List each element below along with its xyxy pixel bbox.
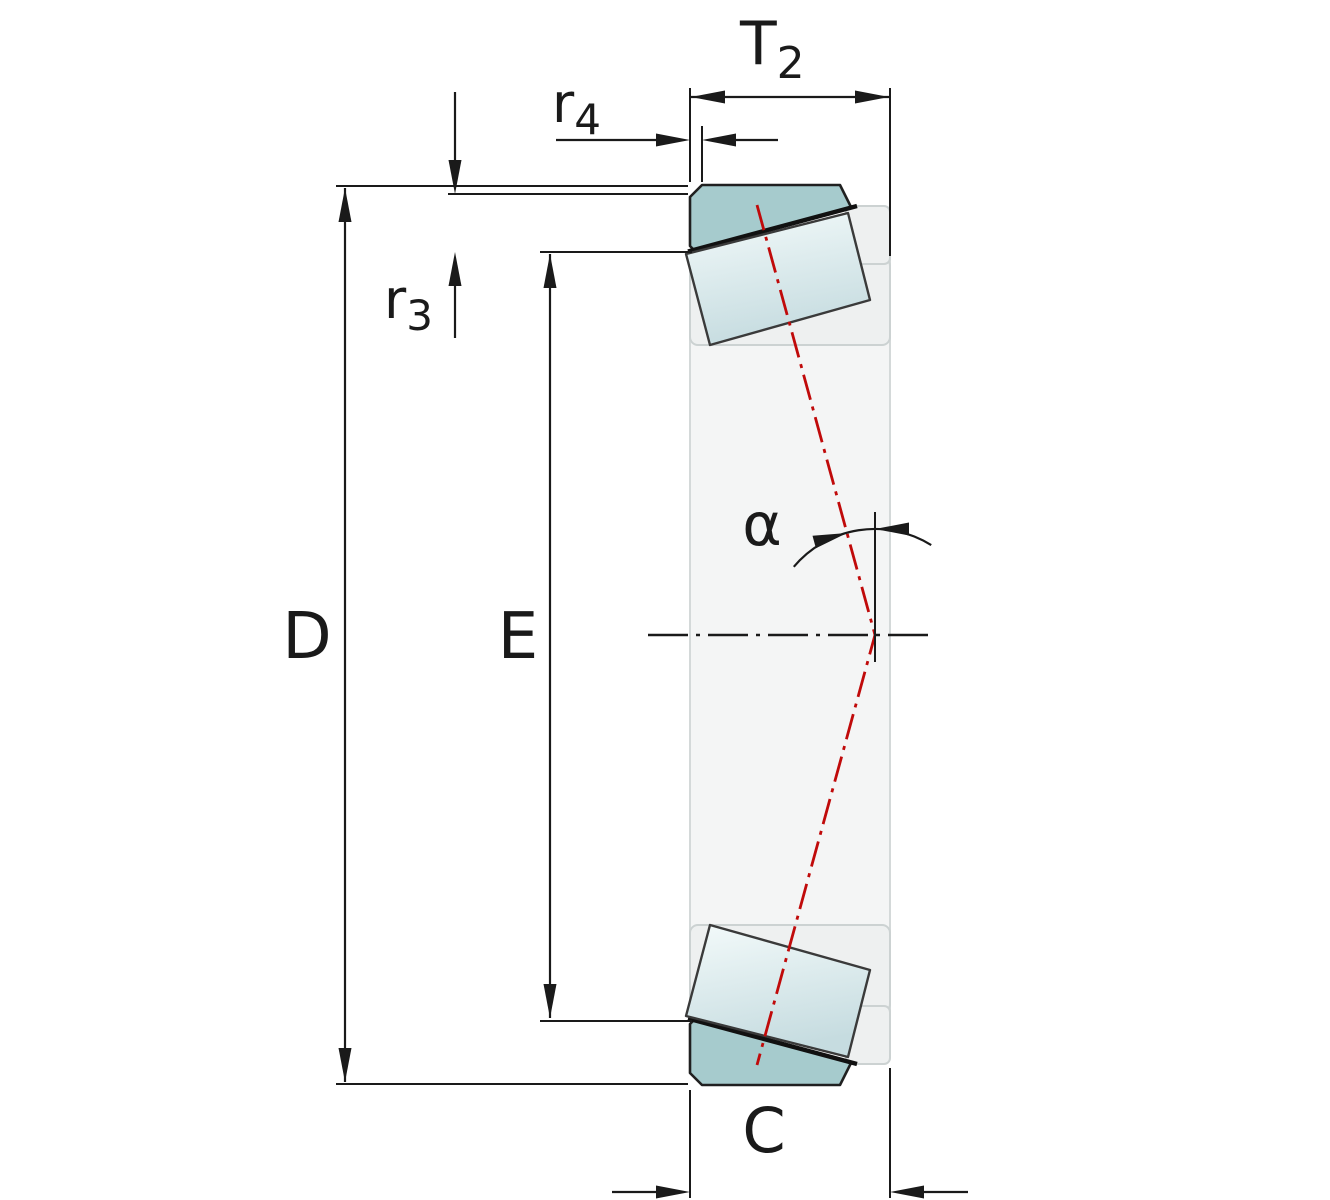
t2-label: T2 <box>739 9 805 89</box>
r3-label: r3 <box>384 268 433 340</box>
alpha-arrowhead-right <box>875 522 909 536</box>
t2-arrowhead-right <box>855 90 889 104</box>
e-arrowhead-bottom <box>543 984 557 1018</box>
dimension-d: D <box>282 185 688 1085</box>
alpha-arrowhead-left <box>812 533 847 549</box>
r3-arrowhead-up <box>448 252 462 286</box>
raceway-line-top <box>687 203 858 254</box>
dimension-t2: T2 <box>689 9 891 256</box>
dimension-alpha: α <box>742 490 932 568</box>
dimension-r4: r4 <box>552 72 778 182</box>
r3-arrowhead-down <box>448 160 462 194</box>
dimension-e: E <box>498 251 692 1022</box>
e-arrowhead-top <box>543 254 557 288</box>
r4-label: r4 <box>552 72 601 144</box>
raceway-line-bottom <box>687 1016 858 1067</box>
c-label: C <box>742 1094 785 1167</box>
d-arrowhead-top <box>338 188 352 222</box>
dimension-c: C <box>612 1068 968 1199</box>
alpha-label: α <box>742 490 782 560</box>
t2-arrowhead-left <box>691 90 725 104</box>
tapered-roller-top <box>684 211 872 347</box>
alpha-arc <box>792 527 932 568</box>
r4-arrowhead-right <box>702 133 736 147</box>
d-arrowhead-bottom <box>338 1048 352 1082</box>
dimension-r3: r3 <box>384 92 688 340</box>
c-arrowhead-right <box>890 1185 924 1199</box>
c-arrowhead-left <box>656 1185 690 1199</box>
e-label: E <box>498 600 538 674</box>
d-label: D <box>282 600 331 674</box>
r4-arrowhead-left <box>656 133 690 147</box>
